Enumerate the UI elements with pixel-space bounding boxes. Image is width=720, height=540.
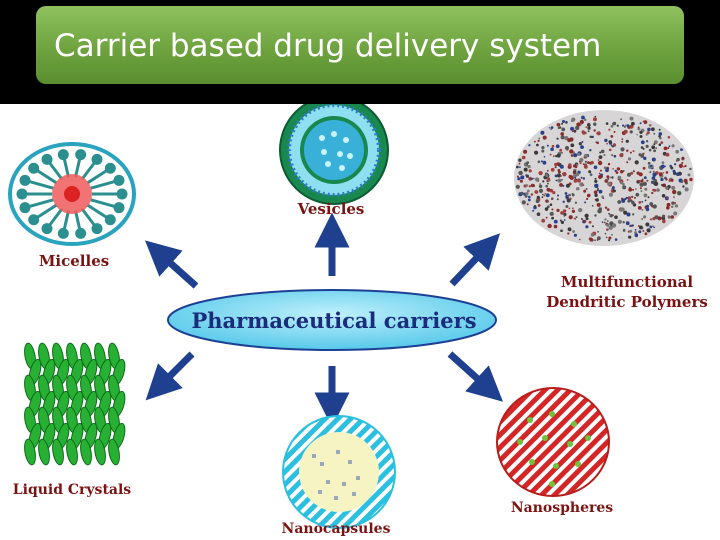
slide-title: Carrier based drug delivery system [54, 28, 602, 64]
nanospheres-node: Nanospheres [496, 387, 613, 516]
liquid-crystals-node: Liquid Crystals [13, 342, 132, 498]
carrier-diagram: Pharmaceutical carriers Vesicles [0, 104, 720, 540]
dendritic-polymers-node: Multifunctional Dendritic Polymers [514, 110, 708, 311]
center-node: Pharmaceutical carriers [167, 289, 497, 351]
center-text: Pharmaceutical carriers [191, 308, 476, 333]
vesicles-node: Vesicles [279, 104, 389, 218]
vesicles-label: Vesicles [297, 200, 365, 218]
arrow-to-liquid-crystals [145, 351, 195, 401]
arrow-to-micelles [144, 240, 199, 289]
dendritic-label-line2: Dendritic Polymers [546, 293, 708, 311]
dendritic-label-line1: Multifunctional [561, 273, 693, 291]
nanocapsules-node: Nanocapsules [282, 415, 396, 537]
micelles-node: Micelles [8, 142, 136, 270]
micelles-label: Micelles [39, 252, 109, 270]
diagram-canvas: Pharmaceutical carriers Vesicles [8, 104, 708, 537]
arrow-to-dendritic [449, 233, 501, 287]
nanospheres-label: Nanospheres [511, 500, 613, 516]
arrow-to-nanospheres [447, 351, 504, 402]
title-box: Carrier based drug delivery system [36, 6, 684, 84]
nanocapsules-label: Nanocapsules [282, 521, 391, 537]
liquid-crystals-label: Liquid Crystals [13, 482, 132, 498]
